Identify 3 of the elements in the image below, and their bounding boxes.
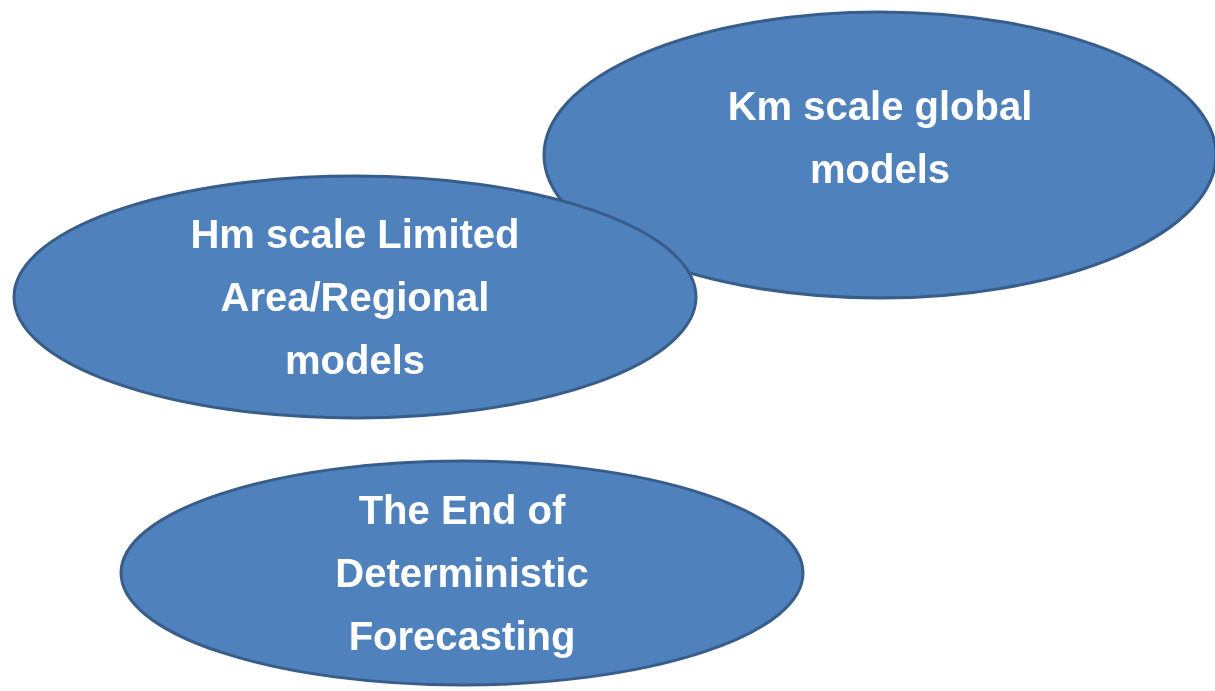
node-label: Hm scale Limited Area/Regional models <box>189 210 521 384</box>
node-label: The End of Deterministic Forecasting <box>334 486 590 660</box>
node-label: Km scale global models <box>726 83 1034 193</box>
